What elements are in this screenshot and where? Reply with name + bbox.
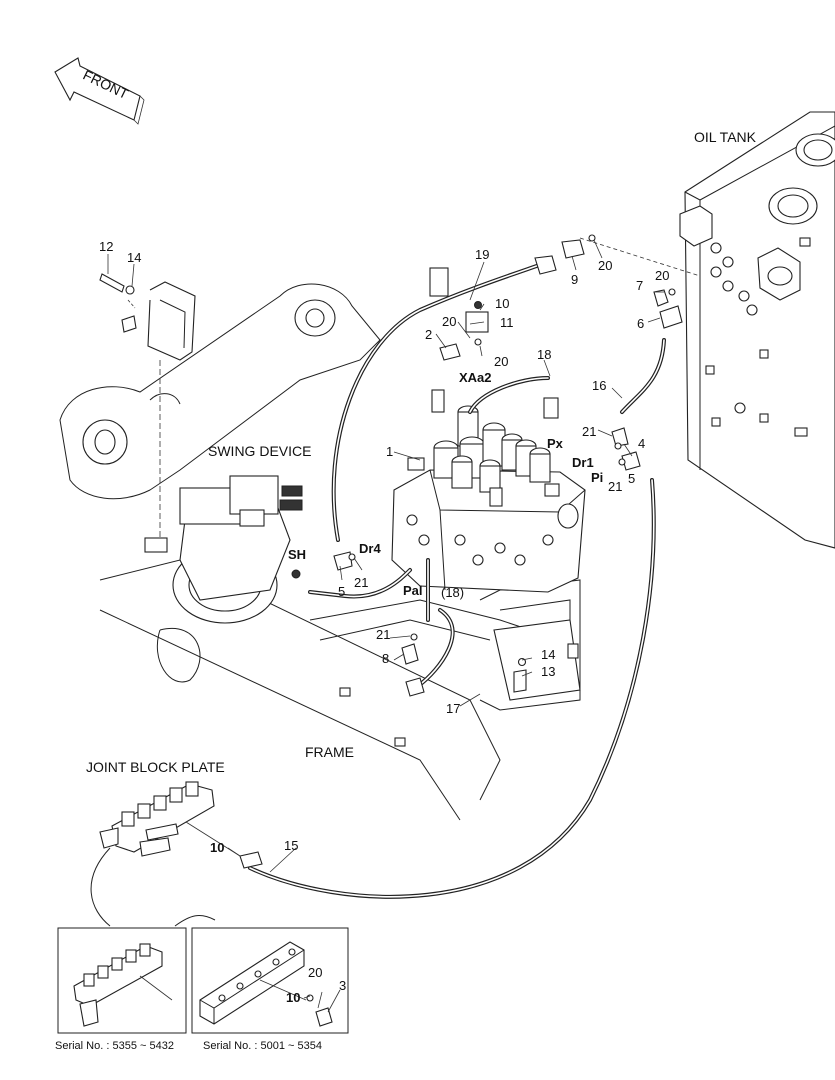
callout-labels: 12 14 19 9 20 20 7 6 10 11 20 2 20 18 16… bbox=[99, 239, 669, 1005]
callout-16: 16 bbox=[592, 378, 606, 393]
serial-right: Serial No. : 5001 ~ 5354 bbox=[203, 1040, 322, 1052]
callout-5: 5 bbox=[338, 584, 345, 599]
callout-21: 21 bbox=[354, 575, 368, 590]
callout-20: 20 bbox=[598, 258, 612, 273]
callout-8: 8 bbox=[382, 651, 389, 666]
callout-12: 12 bbox=[99, 239, 113, 254]
inset-serial-5001 bbox=[191, 927, 349, 1034]
callout-10: 10 bbox=[286, 990, 300, 1005]
swing-device: SWING DEVICE bbox=[172, 443, 311, 624]
callout-1: 1 bbox=[386, 444, 393, 459]
front-arrow: FRONT bbox=[54, 57, 145, 125]
port-px: Px bbox=[547, 436, 564, 451]
swing-device-label: SWING DEVICE bbox=[208, 443, 311, 459]
serial-left: Serial No. : 5355 ~ 5432 bbox=[55, 1040, 174, 1052]
callout-19: 19 bbox=[475, 247, 489, 262]
callout-3: 3 bbox=[339, 978, 346, 993]
port-pal: Pal bbox=[403, 583, 423, 598]
leader-lines bbox=[107, 237, 701, 1013]
callout-4: 4 bbox=[638, 436, 645, 451]
oil-tank-label: OIL TANK bbox=[694, 129, 757, 145]
bracket-detail bbox=[99, 273, 196, 540]
control-valve bbox=[391, 405, 586, 593]
callout-21: 21 bbox=[608, 479, 622, 494]
upper-frame bbox=[59, 267, 581, 821]
port-dr4: Dr4 bbox=[359, 541, 381, 556]
callout-10: 10 bbox=[210, 840, 224, 855]
inset-serial-5355 bbox=[57, 927, 187, 1034]
callout-21: 21 bbox=[376, 627, 390, 642]
callout-20: 20 bbox=[494, 354, 508, 369]
port-sh: SH bbox=[288, 547, 306, 562]
callout-9: 9 bbox=[571, 272, 578, 287]
callout-11: 11 bbox=[500, 315, 514, 330]
callout-20: 20 bbox=[442, 314, 456, 329]
callout-14: 14 bbox=[127, 250, 141, 265]
fittings bbox=[291, 234, 683, 697]
callout-21: 21 bbox=[582, 424, 596, 439]
lower-bracket bbox=[493, 619, 581, 701]
callout-13: 13 bbox=[541, 664, 555, 679]
port-pi: Pi bbox=[591, 470, 603, 485]
callout-15: 15 bbox=[284, 838, 298, 853]
callout-10: 10 bbox=[495, 296, 509, 311]
callout-18-ref: (18) bbox=[441, 585, 464, 600]
joint-block-plate-label: JOINT BLOCK PLATE bbox=[86, 759, 225, 775]
callout-5: 5 bbox=[628, 471, 635, 486]
callout-20: 20 bbox=[655, 268, 669, 283]
callout-18: 18 bbox=[537, 347, 551, 362]
callout-2: 2 bbox=[425, 327, 432, 342]
serial-captions: Serial No. : 5355 ~ 5432 Serial No. : 50… bbox=[55, 1040, 322, 1052]
oil-tank: OIL TANK bbox=[679, 111, 835, 549]
port-xaa2: XAa2 bbox=[459, 370, 492, 385]
callout-17: 17 bbox=[446, 701, 460, 716]
port-dr1: Dr1 bbox=[572, 455, 594, 470]
frame-label: FRAME bbox=[305, 744, 354, 760]
callout-20: 20 bbox=[308, 965, 322, 980]
callout-14: 14 bbox=[541, 647, 555, 662]
callout-6: 6 bbox=[637, 316, 644, 331]
joint-block-plate: JOINT BLOCK PLATE bbox=[86, 759, 263, 927]
callout-7: 7 bbox=[636, 278, 643, 293]
hoses bbox=[248, 260, 666, 899]
